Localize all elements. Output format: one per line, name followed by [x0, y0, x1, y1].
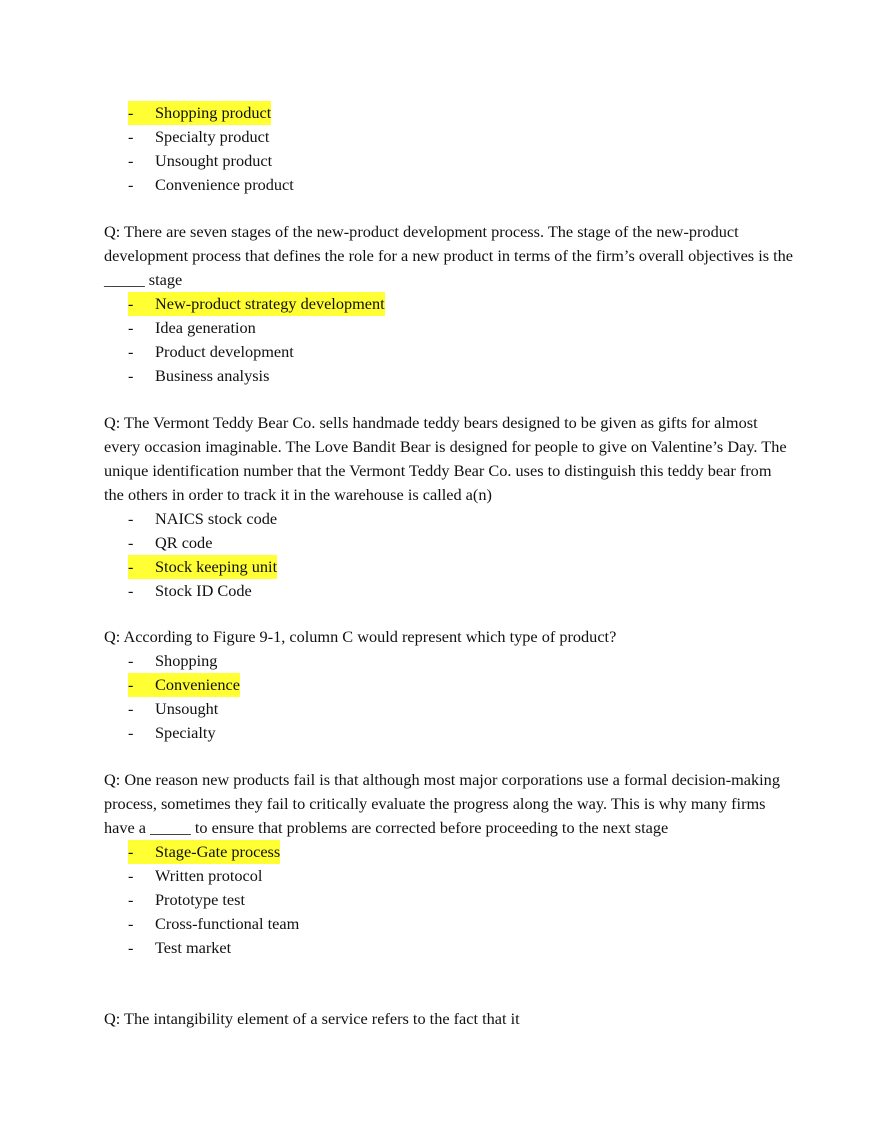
- option-text: Stock keeping unit: [155, 557, 278, 576]
- option-text: Convenience: [155, 675, 240, 694]
- question-block: Q: There are seven stages of the new-pro…: [104, 220, 794, 388]
- answer-option: -Convenience product: [128, 175, 294, 194]
- question-text: Q: According to Figure 9-1, column C wou…: [104, 627, 617, 646]
- answer-option: -Stock keeping unit: [128, 555, 794, 579]
- option-text: Specialty product: [155, 127, 270, 146]
- option-text: Specialty: [155, 723, 216, 742]
- answer-options: -NAICS stock code -QR code -Stock keepin…: [104, 507, 794, 603]
- answer-option: -Business analysis: [128, 366, 270, 385]
- option-text: Business analysis: [155, 366, 270, 385]
- option-text: Shopping: [155, 651, 218, 670]
- answer-option: -New-product strategy development: [128, 292, 794, 316]
- highlighted-answer: -Convenience: [128, 673, 240, 697]
- option-text: Stock ID Code: [155, 581, 252, 600]
- option-text: Stage-Gate process: [155, 842, 281, 861]
- question-text: Q: The intangibility element of a servic…: [104, 1009, 520, 1028]
- option-text: Prototype test: [155, 890, 245, 909]
- option-text: Test market: [155, 938, 232, 957]
- option-text: Convenience product: [155, 175, 294, 194]
- answer-option: -Unsought product: [128, 151, 273, 170]
- option-text: NAICS stock code: [155, 509, 278, 528]
- highlighted-answer: -Stage-Gate process: [128, 840, 281, 864]
- answer-option: -Prototype test: [128, 890, 245, 909]
- option-text: Unsought product: [155, 151, 273, 170]
- highlighted-answer: -Stock keeping unit: [128, 555, 278, 579]
- answer-option: -NAICS stock code: [128, 509, 278, 528]
- highlighted-answer: -Shopping product: [128, 101, 272, 125]
- answer-option: -Stock ID Code: [128, 581, 252, 600]
- answer-option: -Stage-Gate process: [128, 840, 794, 864]
- question-text: Q: The Vermont Teddy Bear Co. sells hand…: [104, 413, 787, 504]
- answer-options: -New-product strategy development -Idea …: [104, 292, 794, 388]
- answer-option: -Shopping product: [128, 101, 794, 125]
- answer-option: -Written protocol: [128, 866, 263, 885]
- answer-option: -Product development: [128, 342, 294, 361]
- option-text: Shopping product: [155, 103, 272, 122]
- answer-option: -Idea generation: [128, 318, 256, 337]
- answer-options: -Shopping -Convenience -Unsought -Specia…: [104, 649, 794, 745]
- answer-options: -Shopping product -Specialty product -Un…: [104, 101, 794, 197]
- option-text: Unsought: [155, 699, 219, 718]
- option-text: Written protocol: [155, 866, 263, 885]
- question-block: Q: According to Figure 9-1, column C wou…: [104, 625, 794, 745]
- option-text: New-product strategy development: [155, 294, 385, 313]
- answer-option: -QR code: [128, 533, 213, 552]
- option-text: Idea generation: [155, 318, 256, 337]
- answer-option: -Cross-functional team: [128, 914, 300, 933]
- question-text: Q: One reason new products fail is that …: [104, 770, 780, 837]
- answer-option: -Specialty: [128, 723, 216, 742]
- answer-option: -Specialty product: [128, 127, 270, 146]
- highlighted-answer: -New-product strategy development: [128, 292, 385, 316]
- option-text: QR code: [155, 533, 213, 552]
- answer-option: -Convenience: [128, 673, 794, 697]
- question-text: Q: There are seven stages of the new-pro…: [104, 222, 794, 289]
- answer-option: -Unsought: [128, 699, 219, 718]
- question-block: Q: The Vermont Teddy Bear Co. sells hand…: [104, 411, 794, 603]
- option-text: Cross-functional team: [155, 914, 300, 933]
- question-block: Q: The intangibility element of a servic…: [104, 1007, 794, 1031]
- answer-option: -Shopping: [128, 651, 218, 670]
- question-block: -Shopping product -Specialty product -Un…: [104, 101, 794, 197]
- answer-option: -Test market: [128, 938, 232, 957]
- question-block: Q: One reason new products fail is that …: [104, 768, 794, 960]
- option-text: Product development: [155, 342, 294, 361]
- answer-options: -Stage-Gate process -Written protocol -P…: [104, 840, 794, 960]
